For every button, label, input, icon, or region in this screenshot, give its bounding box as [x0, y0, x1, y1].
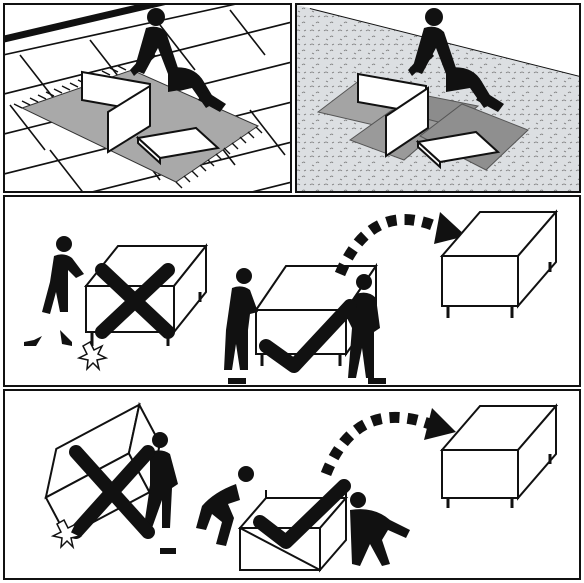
panel-floor-carpet — [296, 4, 580, 192]
panel-move-lift — [4, 196, 580, 386]
panel-move-tilt — [4, 390, 580, 579]
